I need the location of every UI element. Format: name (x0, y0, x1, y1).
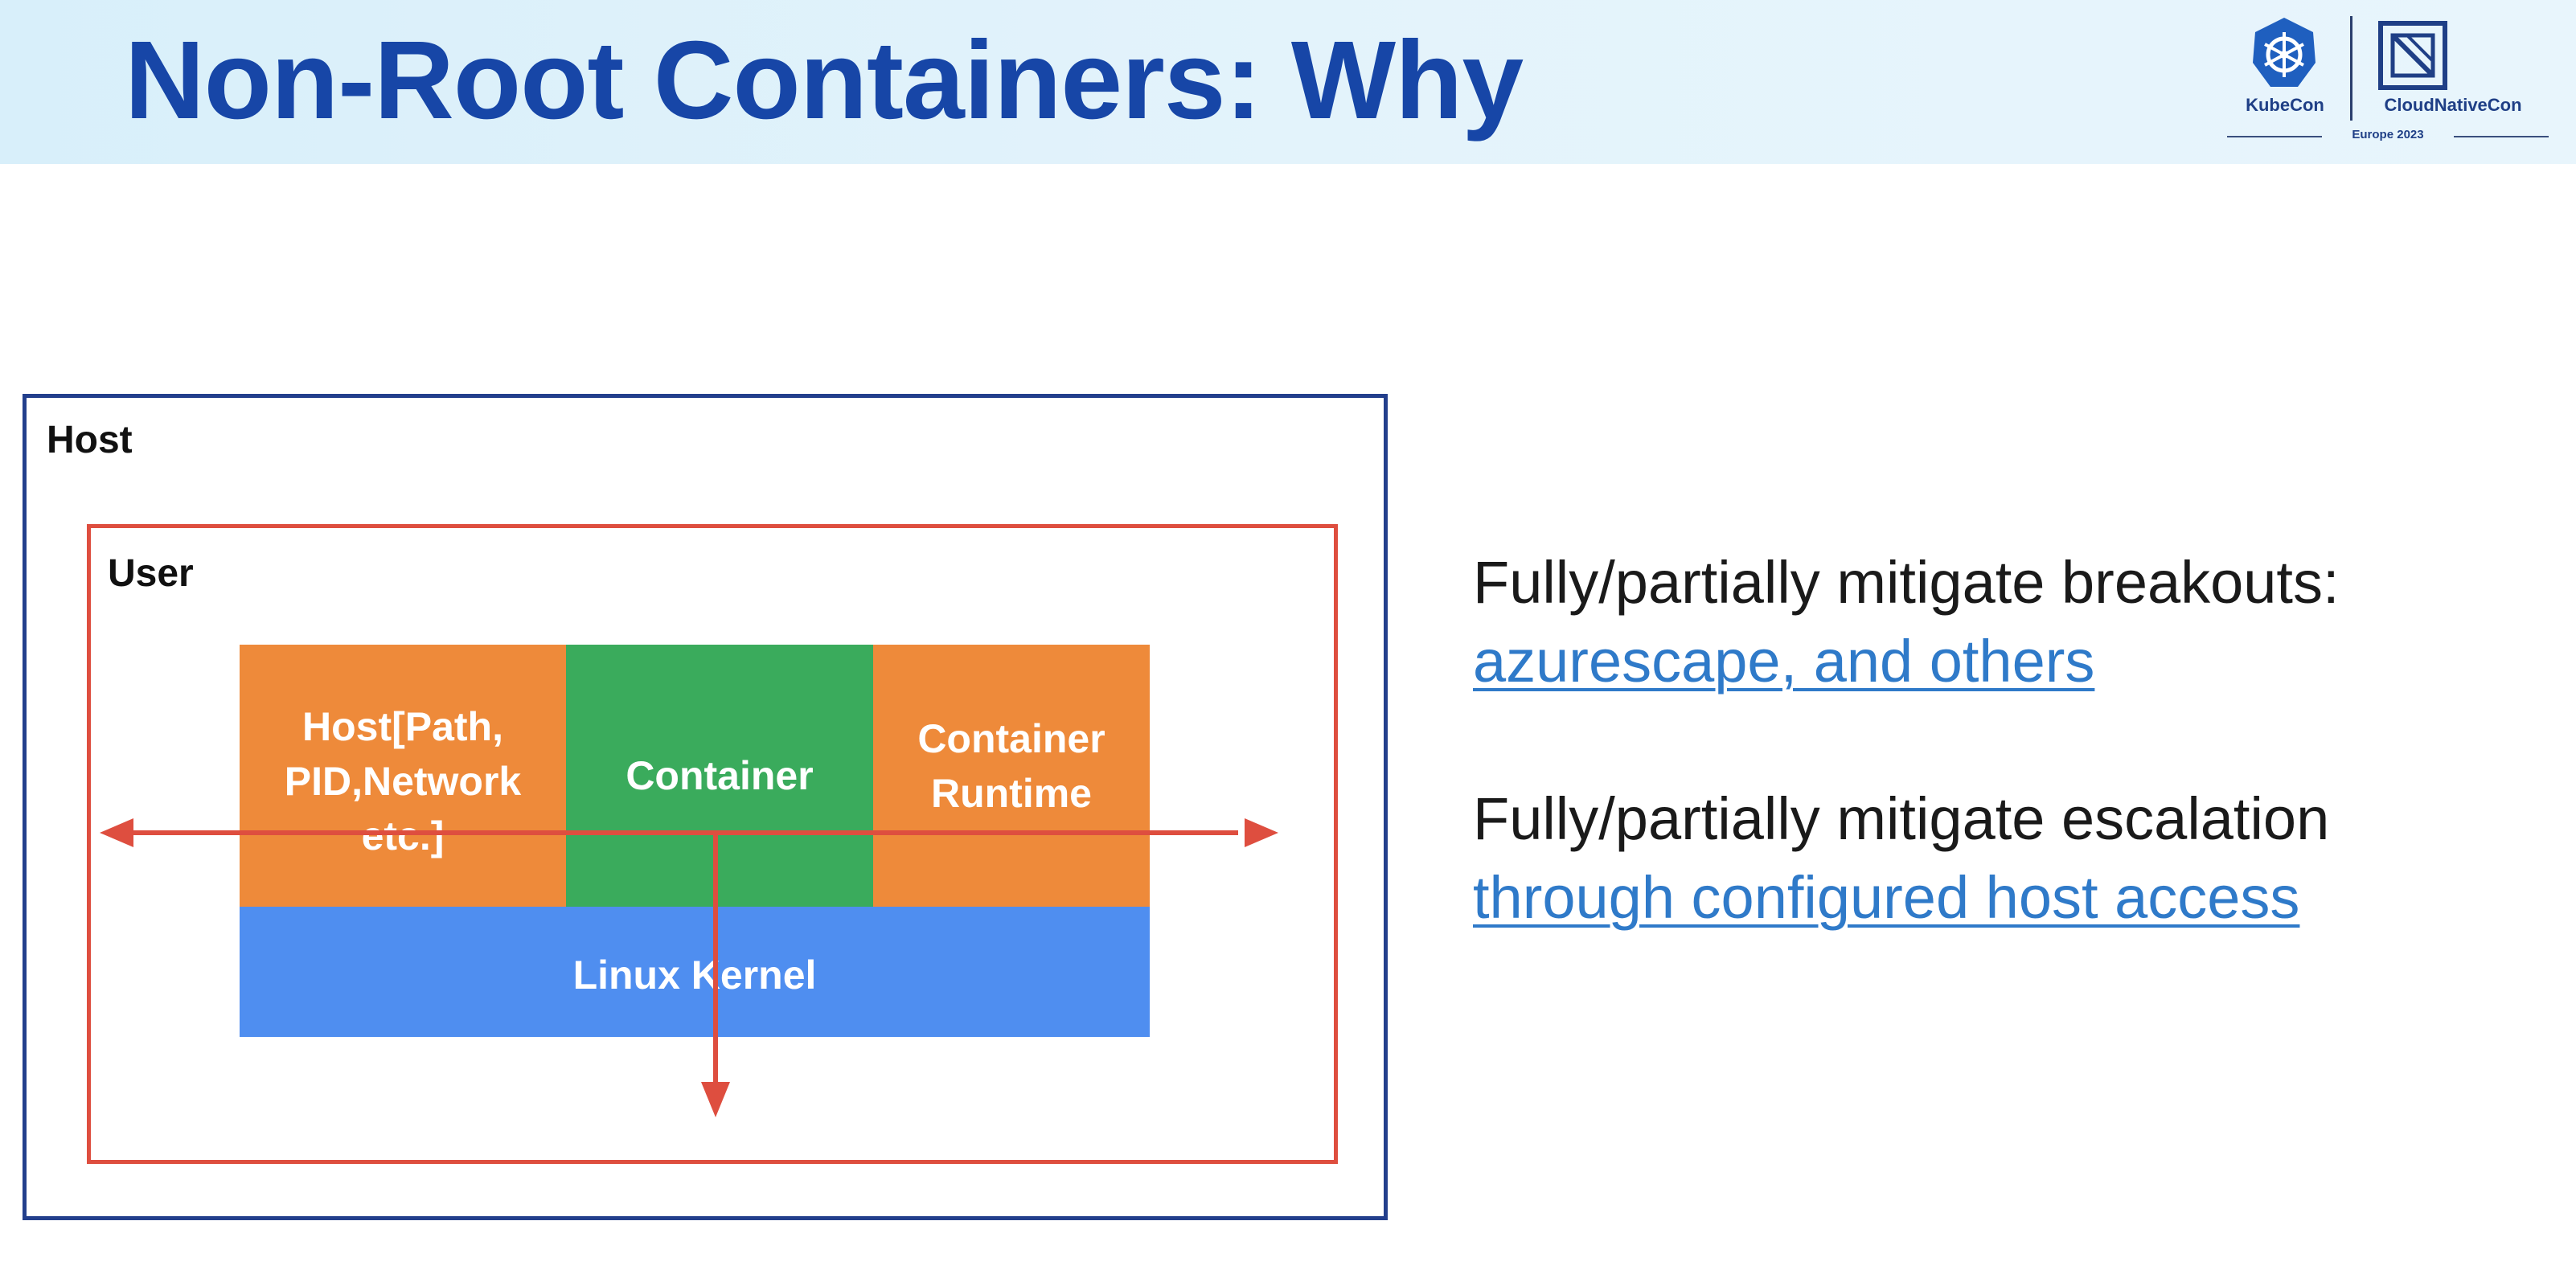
user-boundary-box (87, 524, 1338, 1164)
host-label: Host (47, 419, 133, 461)
statement-escalation-text: Fully/partially mitigate escalation (1473, 785, 2330, 852)
logo-divider (2350, 16, 2352, 121)
kubecon-logo: KubeCon CloudNativeCon Europe 2023 (2227, 11, 2549, 148)
container-block-label: Container (626, 753, 814, 798)
user-label: User (108, 552, 194, 595)
azurescape-link[interactable]: azurescape, and others (1473, 628, 2095, 695)
logo-rule-right (2454, 136, 2549, 137)
statement-escalation: Fully/partially mitigate escalation thro… (1473, 780, 2329, 937)
container-runtime-block-label: Container Runtime (917, 716, 1105, 816)
kubecon-wordmark: KubeCon (2246, 95, 2324, 115)
cncf-square-icon (2378, 21, 2447, 90)
header-band (0, 0, 2576, 164)
linux-kernel-block: Linux Kernel (240, 907, 1150, 1037)
statement-breakouts-text: Fully/partially mitigate breakouts: (1473, 549, 2340, 616)
linux-kernel-block-label: Linux Kernel (572, 953, 817, 998)
statement-breakouts: Fully/partially mitigate breakouts: azur… (1473, 543, 2340, 701)
logo-rule-left (2227, 136, 2322, 137)
container-block: Container (566, 645, 873, 907)
event-label: Europe 2023 (2352, 128, 2424, 141)
host-boundary-box (23, 394, 1388, 1220)
kubernetes-helm-icon (2253, 18, 2316, 87)
host-path-pid-network-block: Host[Path, PID,Network etc.] (240, 645, 566, 907)
host-access-link[interactable]: through configured host access (1473, 864, 2300, 931)
host-path-block-label: Host[Path, PID,Network etc.] (284, 704, 522, 858)
container-runtime-block: Container Runtime (873, 645, 1150, 907)
cloudnativecon-wordmark: CloudNativeCon (2384, 95, 2522, 115)
slide-title: Non-Root Containers: Why (125, 18, 1524, 142)
